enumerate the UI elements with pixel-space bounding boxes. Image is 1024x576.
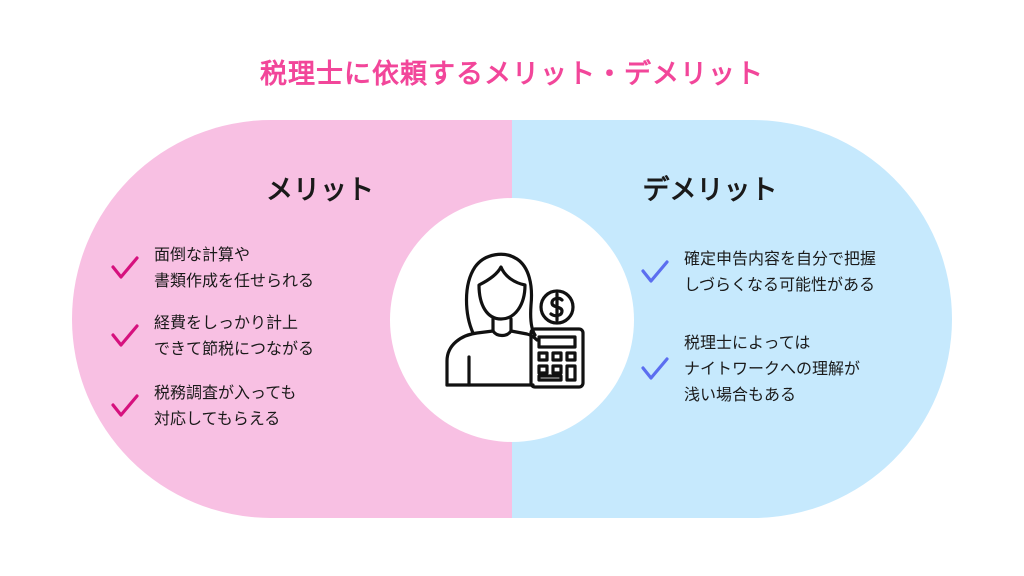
merit-heading: メリット xyxy=(266,175,374,206)
merit-item: 税務調査が入っても 対応してもらえる xyxy=(110,380,296,432)
check-icon xyxy=(641,357,669,380)
merit-item-text: 税務調査が入っても 対応してもらえる xyxy=(154,383,297,428)
merit-item: 経費をしっかり計上 できて節税につながる xyxy=(110,310,314,362)
check-icon xyxy=(111,256,139,279)
check-icon xyxy=(111,324,139,347)
merit-item: 面倒な計算や 書類作成を任せられる xyxy=(110,242,314,294)
merit-item-text: 面倒な計算や 書類作成を任せられる xyxy=(154,245,315,290)
check-icon xyxy=(111,394,139,417)
demerit-item-text: 確定申告内容を自分で把握 しづらくなる可能性がある xyxy=(684,249,877,294)
demerit-heading: デメリット xyxy=(642,175,778,206)
demerit-item: 税理士によっては ナイトワークへの理解が 浅い場合もある xyxy=(640,330,860,408)
demerit-item: 確定申告内容を自分で把握 しづらくなる可能性がある xyxy=(640,246,876,298)
woman-with-calculator-icon xyxy=(435,245,595,395)
demerit-item-text: 税理士によっては ナイトワークへの理解が 浅い場合もある xyxy=(684,333,861,404)
page-title: 税理士に依頼するメリット・デメリット xyxy=(260,59,764,90)
check-icon xyxy=(641,260,669,283)
merit-item-text: 経費をしっかり計上 できて節税につながる xyxy=(154,313,315,358)
